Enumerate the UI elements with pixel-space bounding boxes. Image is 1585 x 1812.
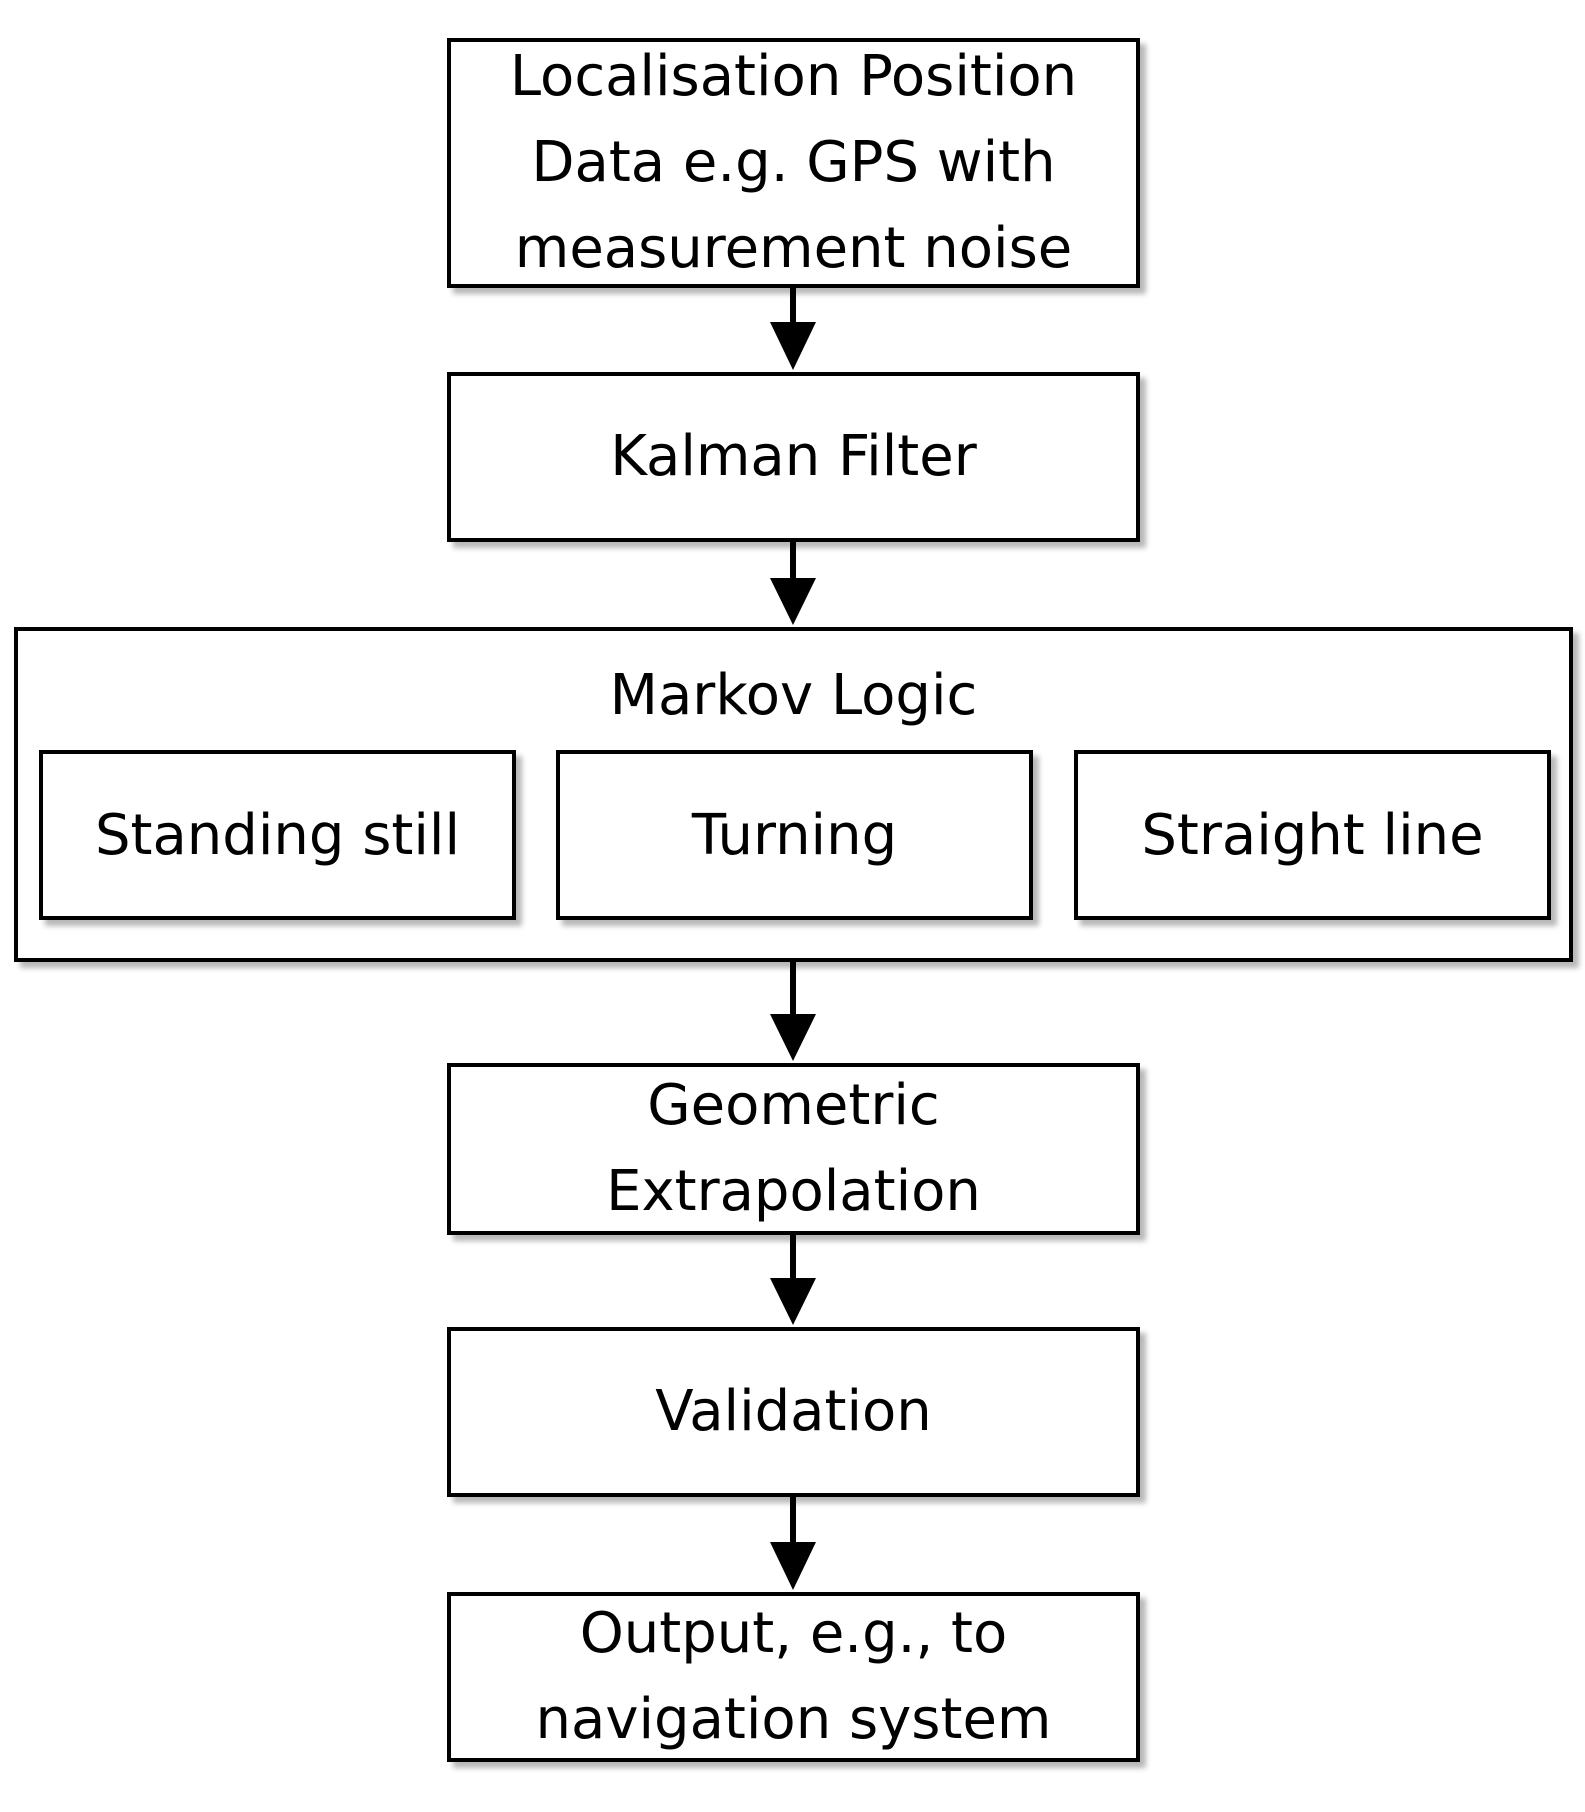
output-box: Output, e.g., to navigation system — [447, 1592, 1140, 1762]
geometric-extrapolation-box: Geometric Extrapolation — [447, 1063, 1140, 1235]
kalman-filter-box: Kalman Filter — [447, 372, 1140, 542]
state-standing-still-box: Standing still — [39, 750, 516, 920]
state-turning-box: Turning — [556, 750, 1033, 920]
arrow-validation-to-output — [770, 1497, 816, 1590]
state-standing-still-label: Standing still — [94, 802, 461, 868]
geometric-line-2: Extrapolation — [606, 1159, 981, 1224]
input-data-box: Localisation Position Data e.g. GPS with… — [447, 38, 1140, 288]
validation-box: Validation — [447, 1327, 1140, 1497]
output-line-2: navigation system — [535, 1687, 1052, 1752]
markov-logic-group: Markov Logic Standing still Turning Stra… — [14, 627, 1573, 962]
state-straight-line-label: Straight line — [1141, 802, 1484, 868]
arrow-input-to-kalman — [770, 288, 816, 370]
markov-logic-title: Markov Logic — [609, 663, 978, 728]
arrow-kalman-to-markov — [770, 542, 816, 625]
kalman-filter-label: Kalman Filter — [610, 424, 977, 489]
validation-label: Validation — [655, 1379, 932, 1444]
input-line-1: Localisation Position — [509, 44, 1078, 109]
input-line-3: measurement noise — [514, 216, 1073, 281]
arrow-geometric-to-validation — [770, 1235, 816, 1325]
state-straight-line-box: Straight line — [1074, 750, 1551, 920]
state-turning-label: Turning — [691, 802, 898, 868]
output-line-1: Output, e.g., to — [579, 1601, 1008, 1666]
geometric-line-1: Geometric — [647, 1073, 940, 1138]
arrow-markov-to-geometric — [770, 962, 816, 1061]
input-line-2: Data e.g. GPS with — [531, 130, 1056, 195]
